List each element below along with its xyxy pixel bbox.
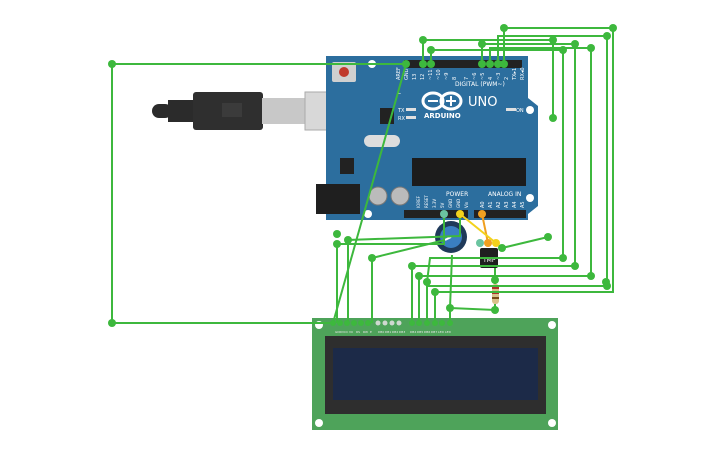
wire-sensor-right[interactable] [501, 236, 549, 249]
pin-label-5v: 5V [440, 202, 445, 208]
lcd-pin-db1: DB1 [385, 330, 391, 334]
wire-d2[interactable] [434, 27, 614, 323]
power-pin-labels: IOREF RESET 3.3V 5V GND GND Vin [416, 195, 469, 208]
pin-label-aref: AREF [396, 67, 402, 80]
rx-led-label: RX [398, 116, 405, 122]
lcd-pin-db4: DB4 [410, 330, 416, 334]
pin-label-13: 13 [412, 74, 418, 80]
pin-label-10: ~10 [436, 69, 442, 80]
pin-label-a2: A2 [496, 201, 502, 208]
pin-label-a4: A4 [512, 201, 518, 208]
power-jack[interactable] [316, 184, 360, 214]
lcd-screen [333, 348, 538, 400]
power-section-label: POWER [446, 191, 468, 198]
wires[interactable] [111, 27, 614, 324]
arduino-uno-board[interactable]: ARDUINO UNO DIGITAL (PWM~) POWER ANALOG … [316, 56, 538, 220]
pin-label-0: RX◂0 [520, 67, 526, 80]
tx-led-label: TX [397, 108, 405, 114]
brand-label: ARDUINO [424, 112, 461, 120]
pin-label-gnd2: GND [456, 199, 461, 208]
wire-d4[interactable] [418, 47, 592, 323]
lcd-pin-vcc: VCC [342, 330, 348, 334]
wire-gnd-to-lcd[interactable] [332, 63, 407, 324]
wire-5v[interactable] [336, 214, 445, 323]
pin-label-reset: RESET [424, 195, 429, 208]
power-header [404, 210, 468, 218]
pin-label-a5: A5 [520, 201, 526, 208]
wire-5v-sensor[interactable] [459, 213, 497, 244]
lcd-pin-rw: RW [363, 330, 368, 334]
pin-label-2: 2 [504, 77, 510, 80]
digital-pin-labels: AREF GND 13 12 ~11 ~10 ~9 8 7 ~6 ~5 4 ~3… [396, 67, 526, 81]
wire-gnd-left-loop[interactable] [111, 63, 406, 324]
wire-d3[interactable] [426, 35, 608, 323]
analog-header [474, 210, 526, 218]
lcd-16x2-display[interactable]: GND VCC V0 RS RW E DB0 DB1 DB2 DB3 DB4 D… [312, 318, 558, 430]
pin-label-gnd1: GND [448, 199, 453, 208]
sensor-label: TMP [482, 257, 496, 264]
pin-label-a0: A0 [480, 201, 486, 208]
wire-endpoints [108, 24, 617, 327]
arduino-logo-icon [421, 91, 463, 111]
pin-label-7: 7 [464, 77, 470, 80]
wire-d12[interactable] [422, 39, 554, 118]
digital-section-label: DIGITAL (PWM~) [455, 81, 505, 88]
pin-label-3v3: 3.3V [432, 199, 437, 208]
lcd-pin-db5: DB5 [417, 330, 423, 334]
pin-label-1: TX▸1 [512, 68, 518, 81]
atmega-chip [412, 158, 526, 186]
wire-resistor-lcd[interactable] [449, 304, 496, 312]
wire-gnd2[interactable] [347, 214, 461, 323]
lcd-pin-led-k: LED [445, 330, 452, 334]
lcd-unused-pins [375, 320, 402, 326]
lcd-pin-db3: DB3 [399, 330, 405, 334]
pin-label-12: 12 [420, 74, 426, 80]
lcd-pin-db0: DB0 [378, 330, 384, 334]
l-led-label: L [398, 90, 401, 96]
lcd-pin-labels: GND VCC V0 RS RW E DB0 DB1 DB2 DB3 DB4 D… [335, 330, 452, 334]
lcd-pin-gnd: GND [335, 330, 343, 334]
pin-label-a1: A1 [488, 201, 494, 208]
pin-label-gnd: GND [404, 68, 410, 80]
lcd-pin-rs: RS [356, 330, 360, 334]
lcd-pin-v0: V0 [349, 330, 353, 334]
pin-label-9: ~9 [444, 73, 450, 80]
pin-label-ioref: IOREF [416, 195, 421, 208]
on-led-label: ON [516, 108, 524, 114]
pin-label-vin: Vin [464, 201, 469, 208]
pin-label-11: ~11 [428, 69, 434, 80]
lcd-pin-e: E [370, 330, 372, 334]
pin-label-a3: A3 [504, 201, 510, 208]
sensor-colored-wires[interactable] [459, 213, 497, 244]
lcd-pin-db6: DB6 [424, 330, 430, 334]
pin-label-6: ~6 [472, 73, 478, 80]
pin-label-4: 4 [488, 77, 494, 80]
analog-section-label: ANALOG IN [488, 191, 521, 198]
lcd-pin-db7: DB7 [431, 330, 437, 334]
model-label: UNO [468, 95, 497, 110]
wire-a0-signal[interactable] [481, 213, 489, 244]
pin-label-8: 8 [452, 77, 458, 80]
lcd-pin-db2: DB2 [392, 330, 398, 334]
pin-label-5: ~5 [480, 73, 486, 80]
pin-label-3: ~3 [496, 73, 502, 80]
analog-pin-labels: A0 A1 A2 A3 A4 A5 [480, 201, 526, 208]
lcd-pin-led-a: LED [438, 330, 445, 334]
reset-button[interactable] [339, 67, 349, 77]
